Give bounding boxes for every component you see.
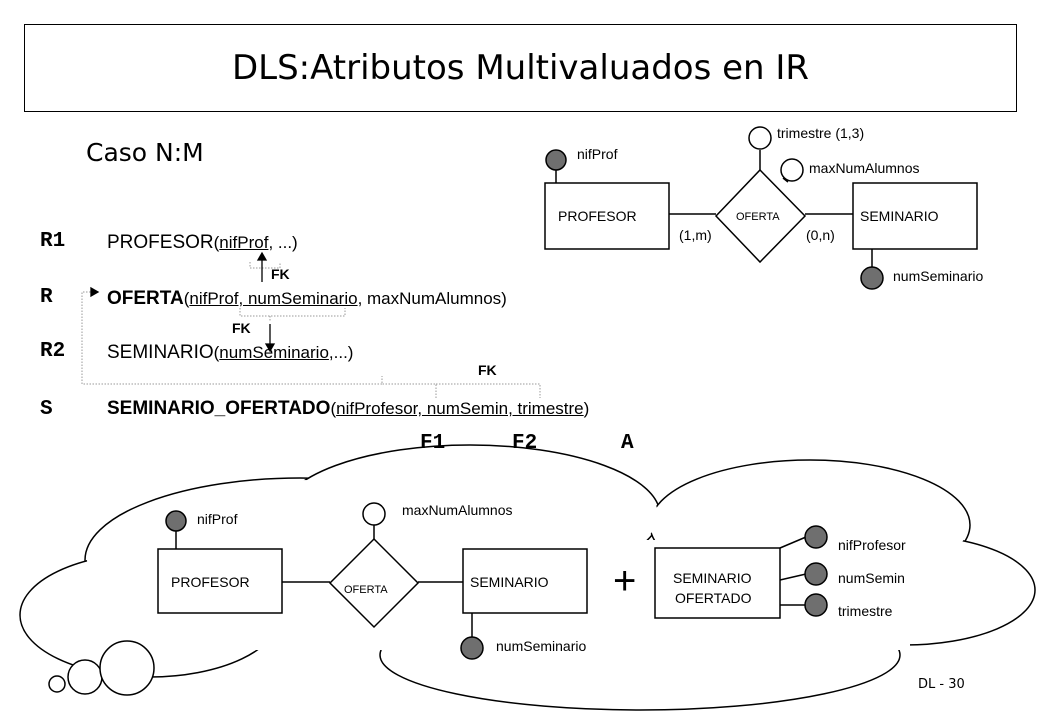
entity-seminario-top [852,182,978,250]
relation-name: OFERTA [107,288,184,309]
primary-key: numSeminario [219,343,329,362]
entity-label-profesor-bottom: PROFESOR [171,574,250,590]
attr-trimestre-circle [748,126,772,150]
rel-label-oferta-bottom: OFERTA [344,584,388,596]
rel-label-r2: R2 [40,340,66,363]
fk-arrowhead-down [264,343,276,353]
attr-label-nifprof-bottom: nifProf [197,511,238,527]
foot-label-f2: F2 [512,432,538,455]
slide-title: DLS:Atributos Multivaluados en IR [231,48,810,88]
bubble-medium [67,659,103,695]
fk-label: FK [478,362,497,378]
primary-key: nifProfesor, numSemin, trimestre [336,399,584,418]
er-top-shapes [544,126,978,290]
bubble-large [99,640,155,696]
attr-label-numsemin: numSemin [838,570,905,586]
entity-profesor-bottom [157,548,283,614]
rel-label-r: R [40,286,53,309]
foot-label-f1: F1 [420,432,446,455]
entity-seminario-ofertado [654,547,781,619]
fk-arrows [90,251,276,353]
attr-maxnum-circle-bottom [362,502,386,526]
key-attr-nifprof-top [545,149,567,171]
entity-label-seminario-ofertado-1: SEMINARIO [673,570,752,586]
entity-seminario-bottom [462,548,588,614]
attr-label-nifprofesor: nifProfesor [838,537,906,553]
entity-label-seminario: SEMINARIO [860,208,939,224]
entity-label-profesor: PROFESOR [558,208,637,224]
attr-label-numseminario: numSeminario [893,268,984,284]
relation-oferta: OFERTA(nifProf, numSeminario, maxNumAlum… [107,288,507,309]
foot-label-a: A [621,432,634,455]
attr-maxnum-circle-top [780,158,804,182]
key-attr-nifprof-bottom [165,510,187,532]
er-bottom-shapes [157,502,828,660]
attr-numseminario-circle-bottom [460,636,484,660]
relation-name: SEMINARIO [107,342,214,363]
rel-label-oferta: OFERTA [736,211,780,223]
relation-name: PROFESOR [107,232,214,253]
cardinality-right: (0,n) [806,227,835,243]
relation-name: SEMINARIO_OFERTADO [107,398,331,419]
rel-oferta-bottom [328,537,420,629]
key-attr-nifprofesor [804,525,828,549]
attr-label-trimestre-bottom: trimestre [838,603,893,619]
plus-sign: + [613,559,637,603]
fk-arrowhead-up [256,251,268,261]
fk-label: FK [271,266,290,282]
fk-arrowhead-right [90,286,100,298]
attr-label-nifprof: nifProf [577,146,618,162]
key-attr-trimestre [804,593,828,617]
relation-seminario: SEMINARIO(numSeminario,...) [107,342,354,363]
attr-label-numseminario-bottom: numSeminario [496,638,587,654]
cardinality-left: (1,m) [679,227,712,243]
attr-numseminario-circle-top [860,266,884,290]
fk-connectors [81,262,541,398]
thought-bubbles [48,640,155,696]
subtitle: Caso N:M [86,138,204,167]
primary-key: nifProf, numSeminario [189,289,358,308]
entity-label-seminario-ofertado-2: OFERTADO [675,590,752,606]
rel-oferta-top [714,168,807,264]
page-number: DL - 30 [918,677,965,692]
rel-label-s: S [40,398,53,421]
attr-label-maxnumalumnos: maxNumAlumnos [809,160,920,176]
title-box: DLS:Atributos Multivaluados en IR [24,24,1017,112]
entity-profesor-top [544,182,670,250]
key-attr-numsemin [804,562,828,586]
rel-label-r1: R1 [40,230,66,253]
entity-label-seminario-bottom: SEMINARIO [470,574,549,590]
fk-label: FK [232,320,251,336]
primary-key: nifProf [219,233,269,252]
relation-seminario-ofertado: SEMINARIO_OFERTADO(nifProfesor, numSemin… [107,398,590,419]
bubble-small [48,675,66,693]
relation-profesor: PROFESOR(nifProf, ...) [107,232,298,253]
attr-label-trimestre: trimestre (1,3) [777,125,865,141]
attr-label-maxnumalumnos-bottom: maxNumAlumnos [402,502,513,518]
